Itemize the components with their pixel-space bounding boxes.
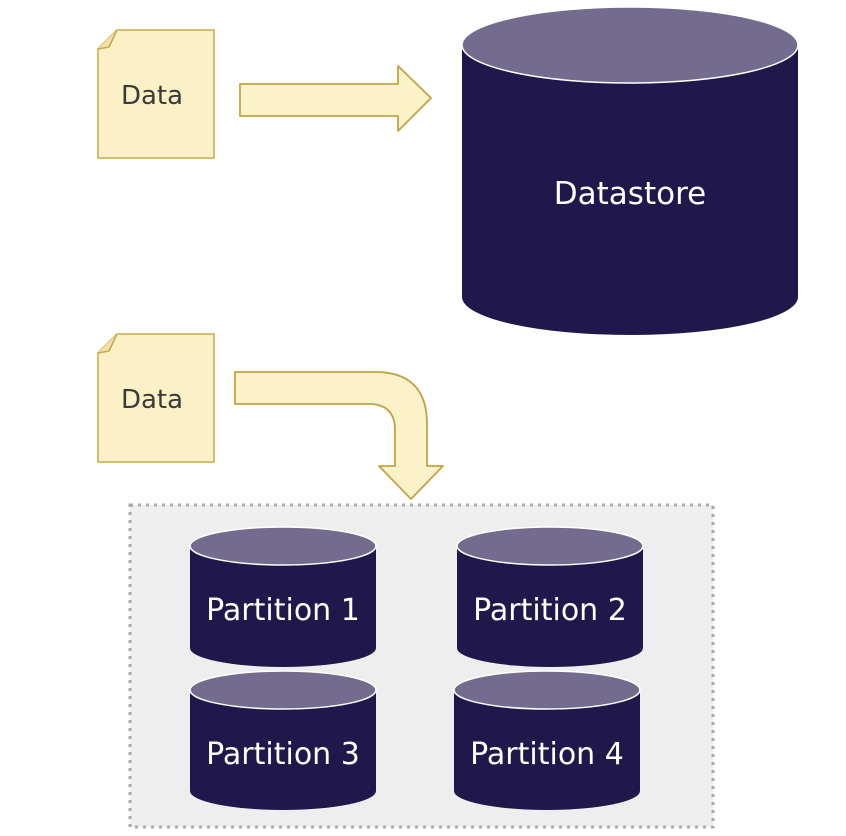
partition-4-label: Partition 4: [470, 737, 624, 772]
top-data-document: Data: [97, 29, 215, 159]
top-straight-arrow: [239, 65, 432, 132]
partition-3-label: Partition 3: [206, 737, 360, 772]
partition-2-cylinder: Partition 2: [456, 526, 644, 667]
bottom-curved-arrow: [234, 371, 444, 500]
datastore-label: Datastore: [554, 176, 706, 212]
top-data-document-label: Data: [121, 81, 183, 111]
main-datastore-cylinder: Datastore: [461, 6, 799, 335]
partition-3-cylinder: Partition 3: [189, 670, 377, 810]
partition-4-cylinder: Partition 4: [453, 670, 641, 810]
partition-2-label: Partition 2: [473, 593, 627, 628]
bottom-data-document-label: Data: [121, 385, 183, 415]
partition-1-label: Partition 1: [206, 593, 360, 628]
partition-1-cylinder: Partition 1: [189, 526, 377, 667]
bottom-data-document: Data: [97, 333, 215, 463]
